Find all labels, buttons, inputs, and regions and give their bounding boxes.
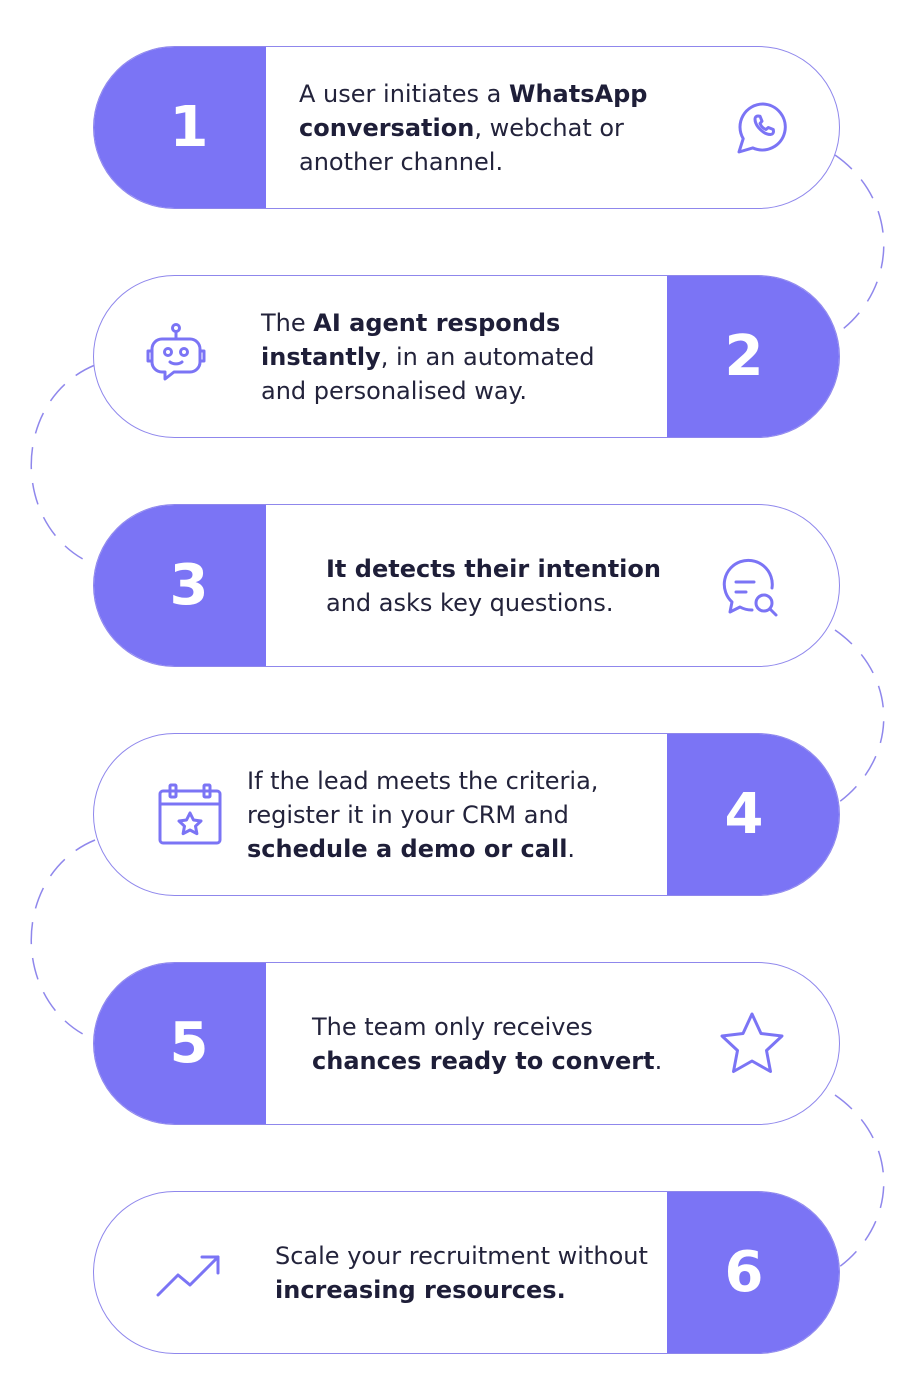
connector-4-5	[30, 839, 96, 1041]
step-text-bold: WhatsApp conversation	[299, 79, 648, 142]
step-1: 1 A user initiates a WhatsApp conversati…	[93, 46, 840, 209]
step-number-block: 6	[667, 1192, 839, 1353]
step-number-block: 1	[94, 47, 266, 208]
step-number: 2	[724, 324, 764, 389]
step-3: 3 It detects their intention and asks ke…	[93, 504, 840, 667]
step-6: 6 Scale your recruitment without increas…	[93, 1191, 840, 1354]
step-text-part: Scale your recruitment without	[275, 1241, 648, 1270]
step-text: The team only receives chances ready to …	[312, 963, 682, 1124]
step-text: A user initiates a WhatsApp conversation…	[299, 47, 669, 208]
step-text-part: and asks key questions.	[326, 588, 614, 617]
whatsapp-icon	[727, 92, 799, 164]
step-text-part: If the lead meets the criteria, register…	[247, 766, 599, 829]
step-number-block: 3	[94, 505, 266, 666]
step-text-bold: AI agent responds instantly	[261, 308, 561, 371]
step-number: 5	[169, 1011, 209, 1076]
connector-2-3	[30, 364, 96, 566]
step-text: Scale your recruitment without increasin…	[275, 1192, 655, 1353]
step-text: The AI agent responds instantly, in an a…	[261, 276, 641, 437]
step-number: 4	[724, 782, 764, 847]
calendar-star-icon	[154, 779, 226, 851]
step-text-part: The team only receives	[312, 1012, 593, 1041]
step-number: 6	[724, 1240, 764, 1305]
connector-3-4	[834, 629, 885, 806]
robot-icon	[140, 321, 212, 393]
step-text: It detects their intention and asks key …	[326, 505, 686, 666]
step-2: 2 The AI agent responds instantly, in an…	[93, 275, 840, 438]
step-text-part: A user initiates a	[299, 79, 509, 108]
connector-5-6	[834, 1094, 885, 1271]
step-text-bold: chances ready to convert	[312, 1046, 655, 1075]
step-number: 3	[169, 553, 209, 618]
step-text-bold: increasing resources.	[275, 1275, 566, 1304]
step-text-bold: schedule a demo or call	[247, 834, 568, 863]
step-number-block: 4	[667, 734, 839, 895]
chat-search-icon	[714, 550, 786, 622]
step-text-part: , in an automated and personalised way.	[261, 342, 595, 405]
step-text: If the lead meets the criteria, register…	[247, 734, 637, 895]
step-text-part: , webchat or another channel.	[299, 113, 624, 176]
step-4: 4 If the lead meets the criteria, regist…	[93, 733, 840, 896]
step-text-part: The	[261, 308, 314, 337]
step-text-part: .	[567, 834, 576, 863]
connector-1-2	[834, 154, 885, 336]
star-icon	[716, 1008, 788, 1080]
trend-up-icon	[152, 1237, 224, 1309]
step-text-bold: It detects their intention	[326, 554, 661, 583]
step-number: 1	[169, 95, 209, 160]
step-number-block: 5	[94, 963, 266, 1124]
step-5: 5 The team only receives chances ready t…	[93, 962, 840, 1125]
step-text-part: .	[654, 1046, 663, 1075]
step-number-block: 2	[667, 276, 839, 437]
